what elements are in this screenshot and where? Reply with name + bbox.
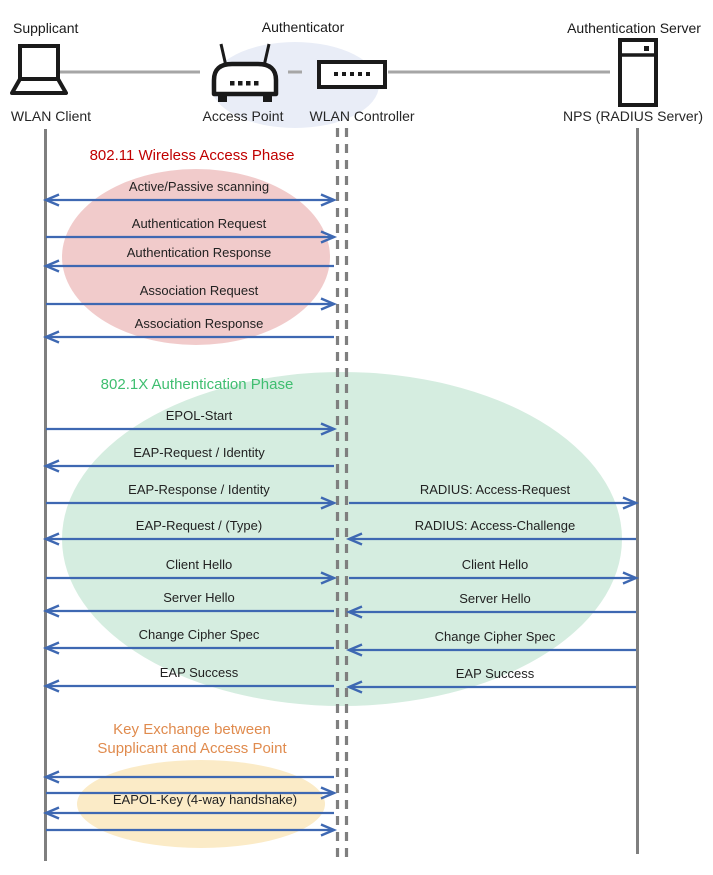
arrowhead [42,604,60,618]
message-label: Change Cipher Spec [434,629,556,644]
arrowhead [345,680,363,694]
role-authenticator: Authenticator [261,19,345,35]
access-point-icon [211,43,279,102]
message-label: Server Hello [163,590,235,605]
phase-title-8021x-authentication: 802.1X Authentication Phase [100,376,294,393]
message-label: EAP Success [159,665,239,680]
arrowhead [320,297,338,311]
phase-ellipse-2 [77,760,325,848]
arrowhead [320,193,338,207]
arrowhead [622,496,640,510]
arrowhead [42,770,60,784]
arrowhead [320,786,338,800]
message-label: EAPOL-Key (4-way handshake) [112,792,298,807]
phase-ellipse-0 [62,169,330,345]
message-label: EAP-Response / Identity [128,482,270,497]
phase-title-80211-wireless-access: 802.11 Wireless Access Phase [89,147,295,164]
message-label: Authentication Request [131,216,267,231]
device-label-wlan-client: WLAN Client [10,108,92,124]
arrowhead [320,496,338,510]
arrowhead [320,823,338,837]
wlan-controller-icon [317,60,387,89]
message-label: Server Hello [459,591,531,606]
device-label-access-point: Access Point [202,108,284,124]
message-label: RADIUS: Access-Challenge [414,518,576,533]
laptop-icon [10,44,68,95]
arrowhead [320,571,338,585]
arrowhead [42,641,60,655]
arrowhead [42,193,60,207]
arrowhead [345,532,363,546]
arrowhead [42,532,60,546]
device-label-nps: NPS (RADIUS Server) [562,108,704,124]
role-supplicant: Supplicant [13,20,79,36]
message-label: Client Hello [461,557,529,572]
message-label: EAP-Request / Identity [133,445,265,460]
arrowhead [42,330,60,344]
phase-title-key-exchange: Key Exchange between Supplicant and Acce… [97,721,287,757]
message-label: Association Response [134,316,264,331]
message-label: RADIUS: Access-Request [419,482,571,497]
phase-ellipse-1 [62,372,622,706]
server-icon [618,38,658,107]
message-label: Client Hello [165,557,233,572]
arrowhead [320,422,338,436]
arrowhead [42,259,60,273]
arrowhead [42,459,60,473]
message-label: Association Request [139,283,259,298]
arrowhead [622,571,640,585]
arrowhead [42,806,60,820]
message-label: Active/Passive scanning [128,179,270,194]
message-label: EPOL-Start [165,408,233,423]
device-label-wlan-controller: WLAN Controller [309,108,415,124]
message-label: EAP-Request / (Type) [135,518,263,533]
message-label: Change Cipher Spec [138,627,260,642]
message-label: Authentication Response [126,245,272,260]
arrowhead [345,643,363,657]
message-label: EAP Success [455,666,535,681]
arrowhead [320,230,338,244]
arrowhead [42,679,60,693]
role-authentication-server: Authentication Server [567,20,701,36]
arrowhead [345,605,363,619]
